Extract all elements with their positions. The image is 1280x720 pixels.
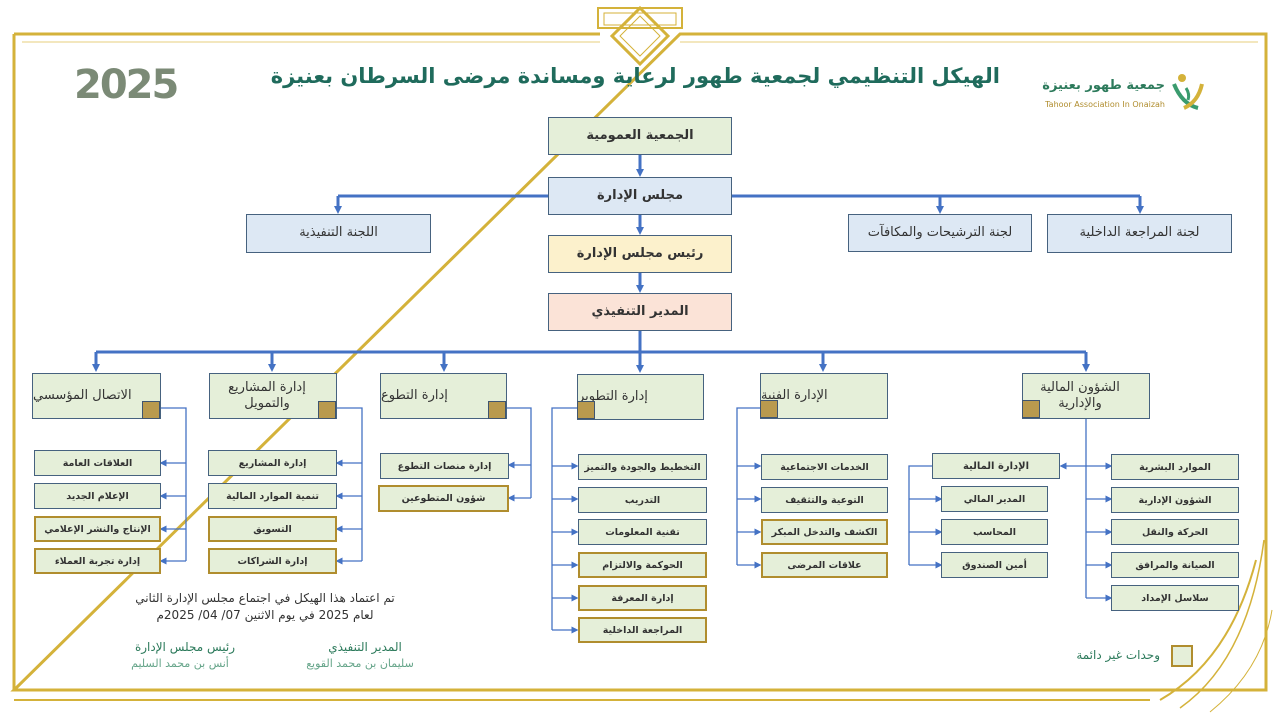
unit-social-services: الخدمات الاجتماعية: [761, 454, 888, 480]
association-logo-emblem: [1172, 74, 1204, 110]
unit-planning-quality: التخطيط والجودة والتميز: [578, 454, 707, 480]
legend-swatch: [1171, 645, 1193, 667]
unit-media-production: الإنتاج والنشر الإعلامي: [34, 516, 161, 542]
unit-new-media: الإعلام الجديد: [34, 483, 161, 509]
board-box: مجلس الإدارة: [548, 177, 732, 215]
approval-note-line1: تم اعتماد هذا الهيكل في اجتماع مجلس الإد…: [135, 591, 395, 605]
unit-transportation: الحركة والنقل: [1111, 519, 1239, 545]
unit-governance-compliance: الحوكمة والالتزام: [578, 552, 707, 578]
unit-information-technology: تقنية المعلومات: [578, 519, 707, 545]
unit-administrative-affairs: الشؤون الإدارية: [1111, 487, 1239, 513]
board-chair-box: رئيس مجلس الإدارة: [548, 235, 732, 273]
dept-marker-icon: [318, 401, 336, 419]
unit-treasurer: أمين الصندوق: [941, 552, 1048, 578]
unit-financial-development: تنمية الموارد المالية: [208, 483, 337, 509]
dept-marker-icon: [488, 401, 506, 419]
unit-marketing: التسويق: [208, 516, 337, 542]
association-logo-english: Tahoor Association In Onaizah: [1045, 100, 1165, 109]
dept-finance: الإدارة المالية: [932, 453, 1060, 479]
dept-development: إدارة التطوير: [577, 374, 704, 420]
unit-volunteer-affairs: شؤون المتطوعين: [378, 485, 509, 512]
dept-marker-icon: [577, 401, 595, 419]
dept-finance-admin: الشؤون المالية والإدارية: [1022, 373, 1150, 419]
unit-training: التدريب: [578, 487, 707, 513]
dept-marker-icon: [142, 401, 160, 419]
unit-partnerships: إدارة الشراكات: [208, 548, 337, 574]
unit-projects-management: إدارة المشاريع: [208, 450, 337, 476]
unit-accountant: المحاسب: [941, 519, 1048, 545]
unit-internal-audit: المراجعة الداخلية: [578, 617, 707, 643]
legend-label: وحدات غير دائمة: [1076, 648, 1160, 662]
audit-committee-box: لجنة المراجعة الداخلية: [1047, 214, 1232, 253]
unit-volunteer-platforms: إدارة منصات التطوع: [380, 453, 509, 479]
unit-awareness-education: التوعية والتثقيف: [761, 487, 888, 513]
unit-maintenance-facilities: الصيانة والمرافق: [1111, 552, 1239, 578]
director-name: سليمان بن محمد القويع: [306, 657, 414, 670]
page-title: الهيكل التنظيمي لجمعية طهور لرعاية ومسان…: [270, 64, 1000, 88]
chair-title: رئيس مجلس الإدارة: [134, 640, 236, 654]
unit-early-detection: الكشف والتدخل المبكر: [761, 519, 888, 545]
approval-note-line2: لعام 2025 في يوم الاثنين 07/ 04/ 2025م: [156, 608, 374, 622]
unit-public-relations: العلاقات العامة: [34, 450, 161, 476]
unit-patient-relations: علاقات المرضى: [761, 552, 888, 578]
dept-marker-icon: [760, 400, 778, 418]
executive-committee-box: اللجنة التنفيذية: [246, 214, 431, 253]
nominations-committee-box: لجنة الترشيحات والمكافآت: [848, 214, 1032, 252]
gold-border: [10, 5, 1273, 713]
association-logo-arabic: جمعية طهور بعنيزة: [1042, 78, 1165, 93]
dept-projects-funding: إدارة المشاريع والتمويل: [209, 373, 337, 419]
dept-marker-icon: [1022, 400, 1040, 418]
executive-director-box: المدير التنفيذي: [548, 293, 732, 331]
unit-supply-chains: سلاسل الإمداد: [1111, 585, 1239, 611]
unit-human-resources: الموارد البشرية: [1111, 454, 1239, 480]
year-logo: 2025: [74, 62, 179, 108]
unit-knowledge-management: إدارة المعرفة: [578, 585, 707, 611]
chair-name: أنس بن محمد السليم: [131, 657, 229, 670]
dept-corporate-communication: الاتصال المؤسسي: [32, 373, 161, 419]
dept-volunteering: إدارة التطوع: [380, 373, 507, 419]
unit-customer-experience: إدارة تجربة العملاء: [34, 548, 161, 574]
unit-finance-manager: المدير المالي: [941, 486, 1048, 512]
director-title: المدير التنفيذي: [328, 640, 402, 654]
general-assembly-box: الجمعية العمومية: [548, 117, 732, 155]
dept-technical: الإدارة الفنية: [760, 373, 888, 419]
